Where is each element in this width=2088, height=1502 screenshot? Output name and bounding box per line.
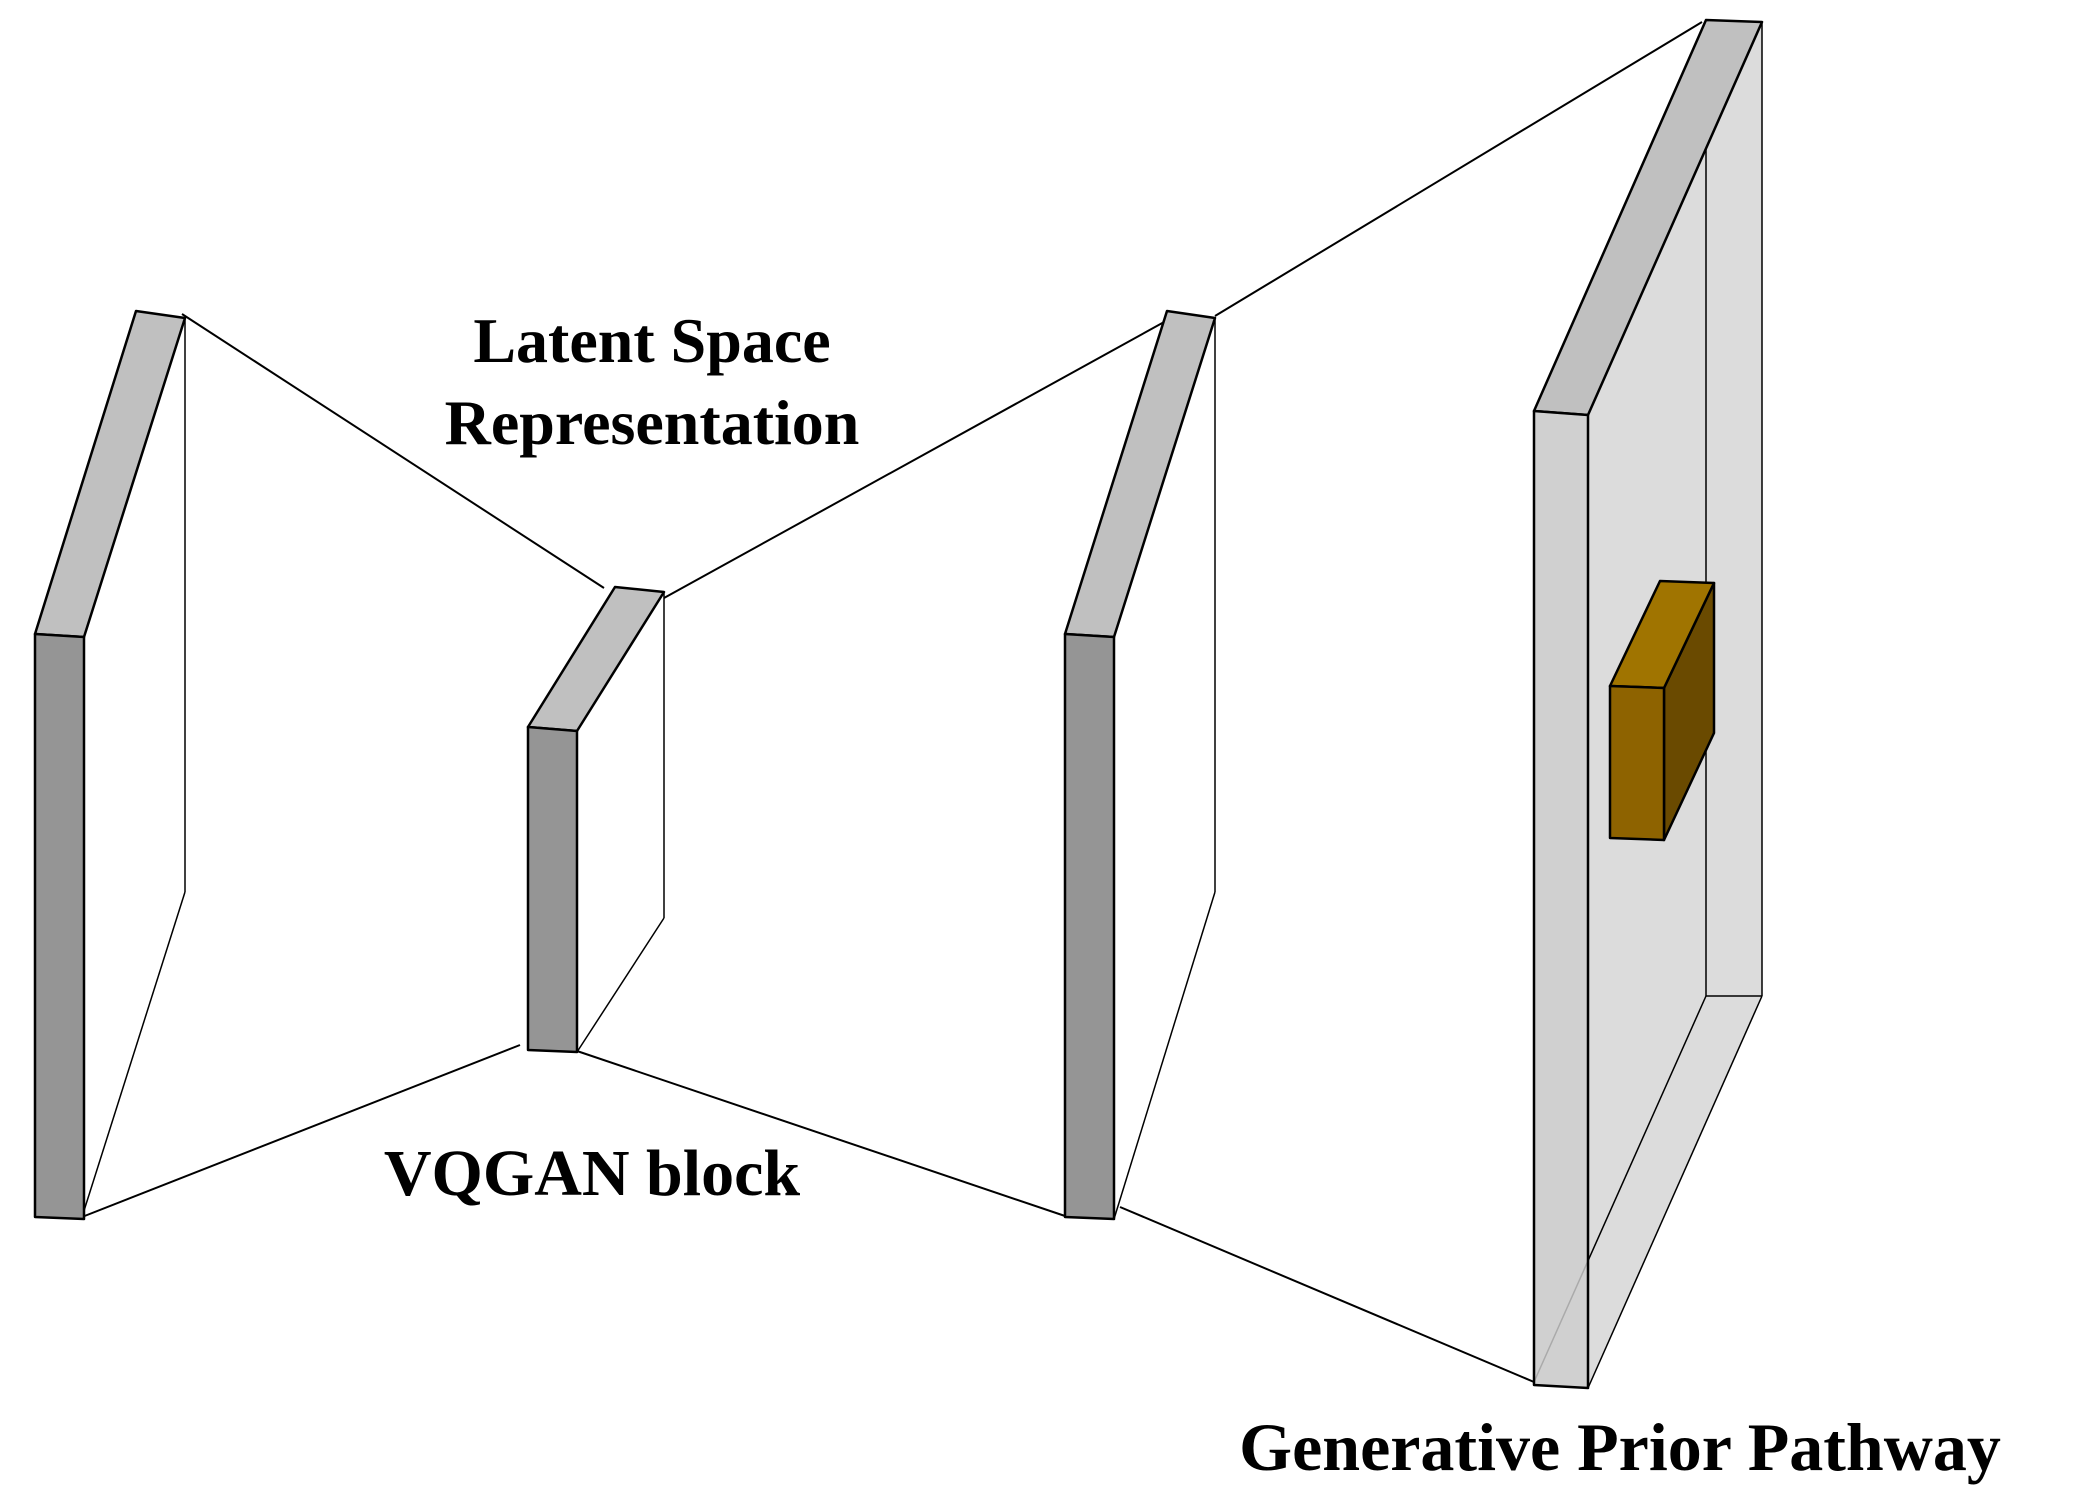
layer-1-top-face xyxy=(33,309,187,639)
encoder-layer-1 xyxy=(33,309,187,1221)
latent-layer-top-face xyxy=(526,585,666,733)
generative-prior-pathway-label: Generative Prior Pathway xyxy=(1239,1409,2001,1485)
generative-layer-front-face xyxy=(1532,409,1590,1390)
latent-space-label-line1: Latent Space xyxy=(473,305,830,376)
decoder-layer-front-face xyxy=(1063,632,1116,1221)
layer-1-front-face xyxy=(33,632,86,1221)
connector-lines xyxy=(81,21,1703,1383)
gold-block-front-face xyxy=(1608,684,1666,842)
latent-bottleneck-layer xyxy=(526,585,666,1054)
generative-prior-layer xyxy=(1532,18,1764,1390)
latent-layer-front-face xyxy=(526,725,579,1054)
decoder-layer xyxy=(1063,309,1217,1221)
decoder-layer-top-face xyxy=(1063,309,1217,639)
generative-prior-block xyxy=(1608,579,1716,842)
latent-space-label-line2: Representation xyxy=(445,387,860,458)
vqgan-block-label: VQGAN block xyxy=(384,1137,801,1210)
